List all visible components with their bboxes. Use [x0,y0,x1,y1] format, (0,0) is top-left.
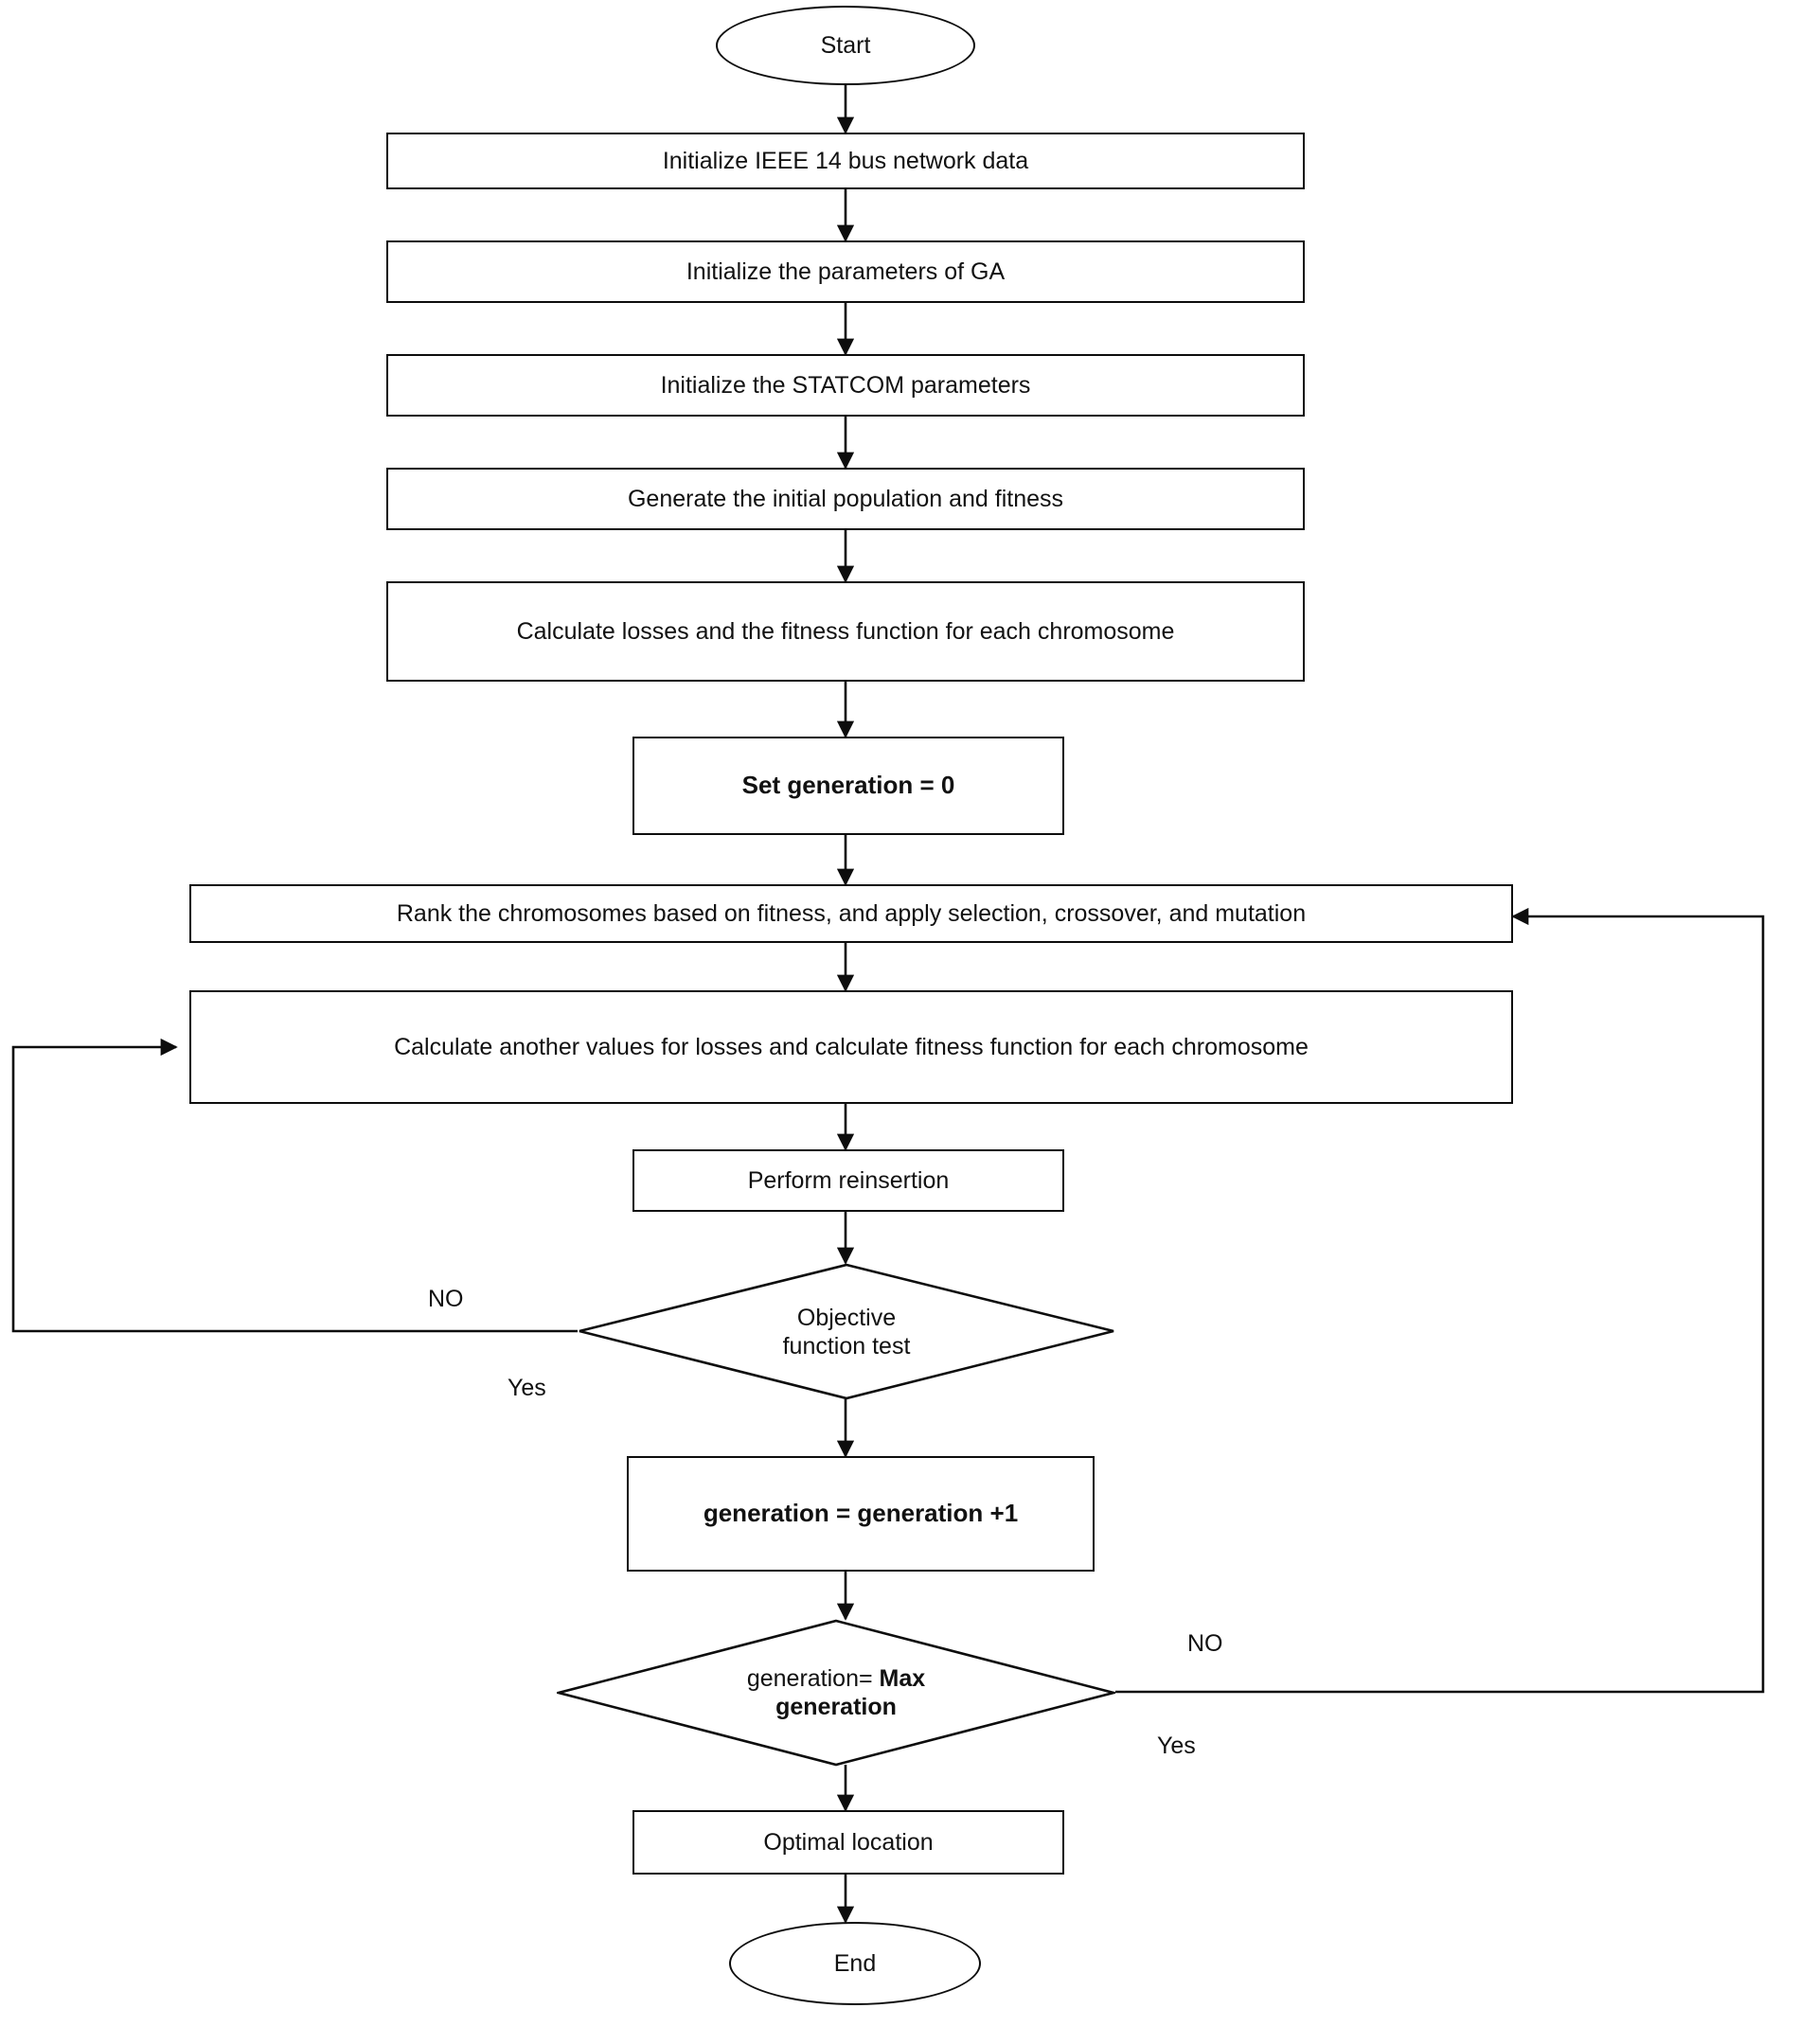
node-calculate-losses[interactable]: Calculate losses and the fitness functio… [386,581,1305,682]
node-end[interactable]: End [729,1922,981,2005]
node-init-ga-label: Initialize the parameters of GA [686,258,1006,285]
node-init-ga[interactable]: Initialize the parameters of GA [386,240,1305,303]
node-rank-chromosomes-label: Rank the chromosomes based on fitness, a… [396,899,1307,927]
edge-max-gen-no-loop [1115,907,1765,1694]
node-calculate-another-values[interactable]: Calculate another values for losses and … [189,990,1513,1104]
node-init-statcom-label: Initialize the STATCOM parameters [660,371,1031,399]
node-init-statcom[interactable]: Initialize the STATCOM parameters [386,354,1305,417]
node-optimal-location-label: Optimal location [763,1828,934,1856]
node-set-generation-label: Set generation = 0 [741,771,955,800]
node-generation-increment[interactable]: generation = generation +1 [627,1456,1095,1572]
node-rank-chromosomes[interactable]: Rank the chromosomes based on fitness, a… [189,884,1513,943]
node-optimal-location[interactable]: Optimal location [632,1810,1064,1875]
node-objective-test-shape[interactable] [578,1263,1115,1401]
node-calculate-losses-label: Calculate losses and the fitness functio… [516,617,1175,645]
node-max-generation-shape[interactable] [557,1619,1115,1767]
node-calculate-another-values-label: Calculate another values for losses and … [394,1033,1309,1060]
node-init-bus-label: Initialize IEEE 14 bus network data [662,147,1029,174]
node-end-label: End [833,1949,877,1977]
node-generate-population[interactable]: Generate the initial population and fitn… [386,468,1305,530]
node-init-bus[interactable]: Initialize IEEE 14 bus network data [386,133,1305,189]
edge-label-max-no: NO [1187,1630,1223,1657]
node-set-generation[interactable]: Set generation = 0 [632,737,1064,835]
edge-label-objective-yes: Yes [508,1375,546,1401]
edge-label-objective-no: NO [428,1286,464,1312]
node-generate-population-label: Generate the initial population and fitn… [627,485,1064,512]
node-perform-reinsertion[interactable]: Perform reinsertion [632,1149,1064,1212]
edge-label-max-yes: Yes [1157,1733,1196,1759]
node-perform-reinsertion-label: Perform reinsertion [747,1166,950,1194]
node-start-label: Start [820,31,871,59]
edge-obj-test-no-loop [11,1038,578,1333]
node-generation-increment-label: generation = generation +1 [703,1499,1019,1528]
node-start[interactable]: Start [716,6,975,85]
